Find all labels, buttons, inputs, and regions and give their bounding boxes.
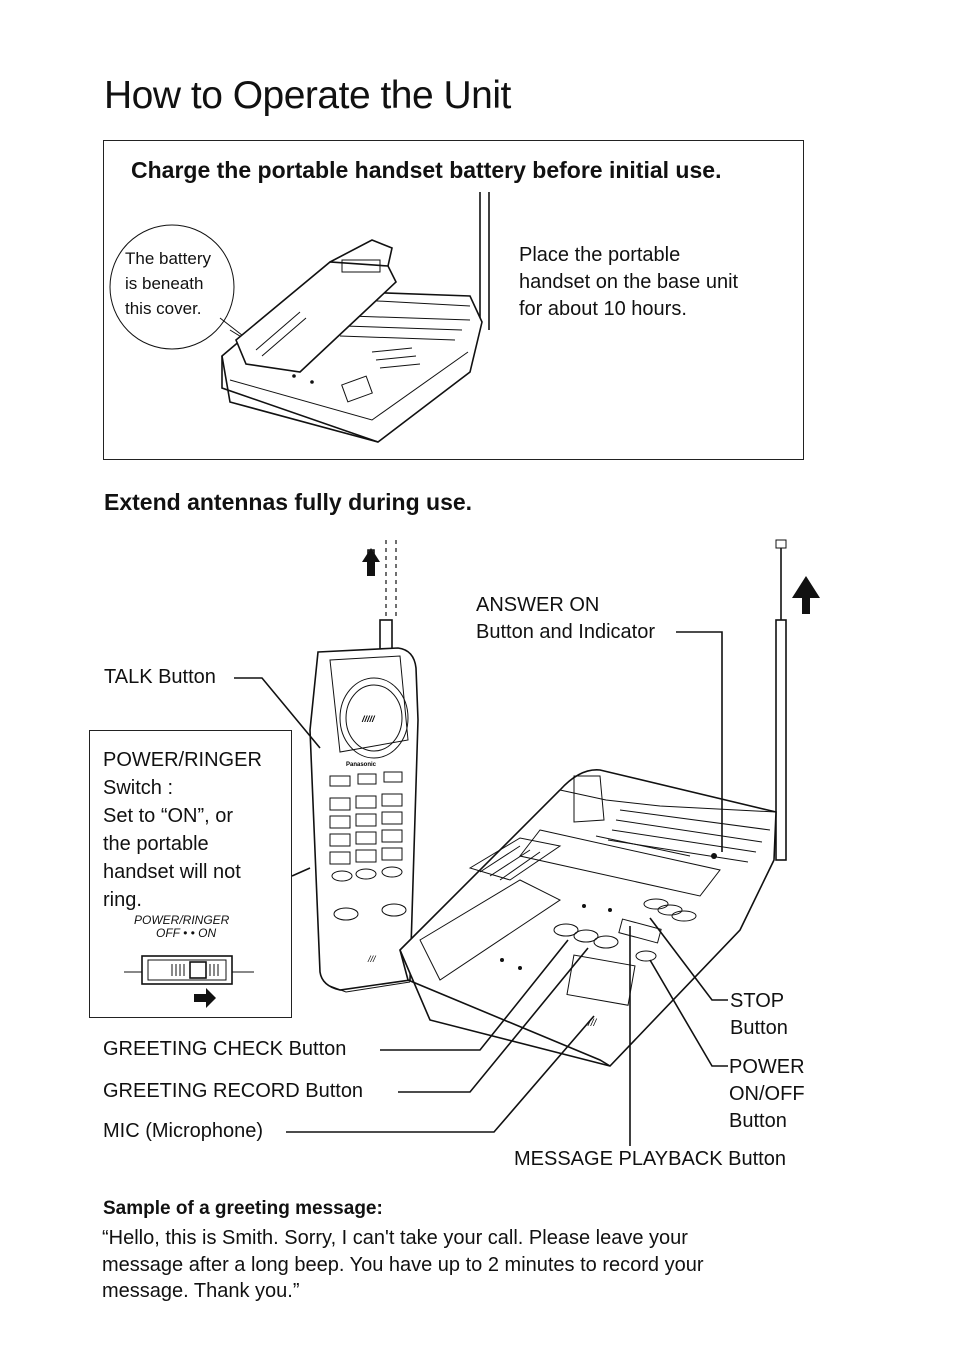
power-ringer-box [89, 730, 292, 1018]
answer-on-label: ANSWER ON Button and Indicator [476, 594, 656, 643]
power-onoff-leader [649, 959, 728, 1067]
svg-text:///: /// [367, 954, 377, 964]
stop-label: STOP Button [730, 990, 788, 1039]
charge-instruction: Place the portable handset on the base u… [519, 244, 739, 320]
charge-section-box [103, 140, 804, 460]
stop-leader [649, 917, 728, 1001]
power-ringer-leader [291, 867, 311, 877]
greeting-check-leader [380, 939, 569, 1051]
greeting-record-leader [398, 947, 589, 1093]
base-buttons [553, 898, 697, 962]
handset-brand: Panasonic [346, 762, 377, 768]
power-onoff-label: POWER ON/OFF Button [729, 1056, 805, 1132]
answer-on-leader [676, 631, 723, 852]
greeting-sample-heading: Sample of a greeting message: [103, 1198, 383, 1219]
svg-text://///: ///// [361, 714, 376, 724]
greeting-sample-text: “Hello, this is Smith. Sorry, I can't ta… [102, 1227, 704, 1302]
message-playback-label: MESSAGE PLAYBACK Button [514, 1148, 786, 1170]
mic-label: MIC (Microphone) [103, 1120, 264, 1142]
greeting-record-label: GREETING RECORD Button [103, 1080, 364, 1102]
talk-button-label: TALK Button [104, 666, 216, 688]
arrow-right-icon [194, 988, 216, 1008]
greeting-check-label: GREETING CHECK Button [103, 1038, 347, 1060]
antenna-heading: Extend antennas fully during use. [104, 489, 473, 515]
battery-callout: The battery is beneath this cover. [125, 249, 211, 318]
svg-text:///: /// [587, 1018, 598, 1029]
power-ringer-label: POWER/RINGER Switch : Set to “ON”, or th… [103, 749, 262, 911]
mic-leader [286, 1015, 595, 1133]
switch-caption: POWER/RINGER OFF • • ON [134, 913, 230, 940]
handset-keypad [329, 771, 407, 921]
talk-leader [234, 677, 321, 749]
page-title: How to Operate the Unit [104, 74, 511, 117]
charge-heading: Charge the portable handset battery befo… [131, 157, 722, 183]
